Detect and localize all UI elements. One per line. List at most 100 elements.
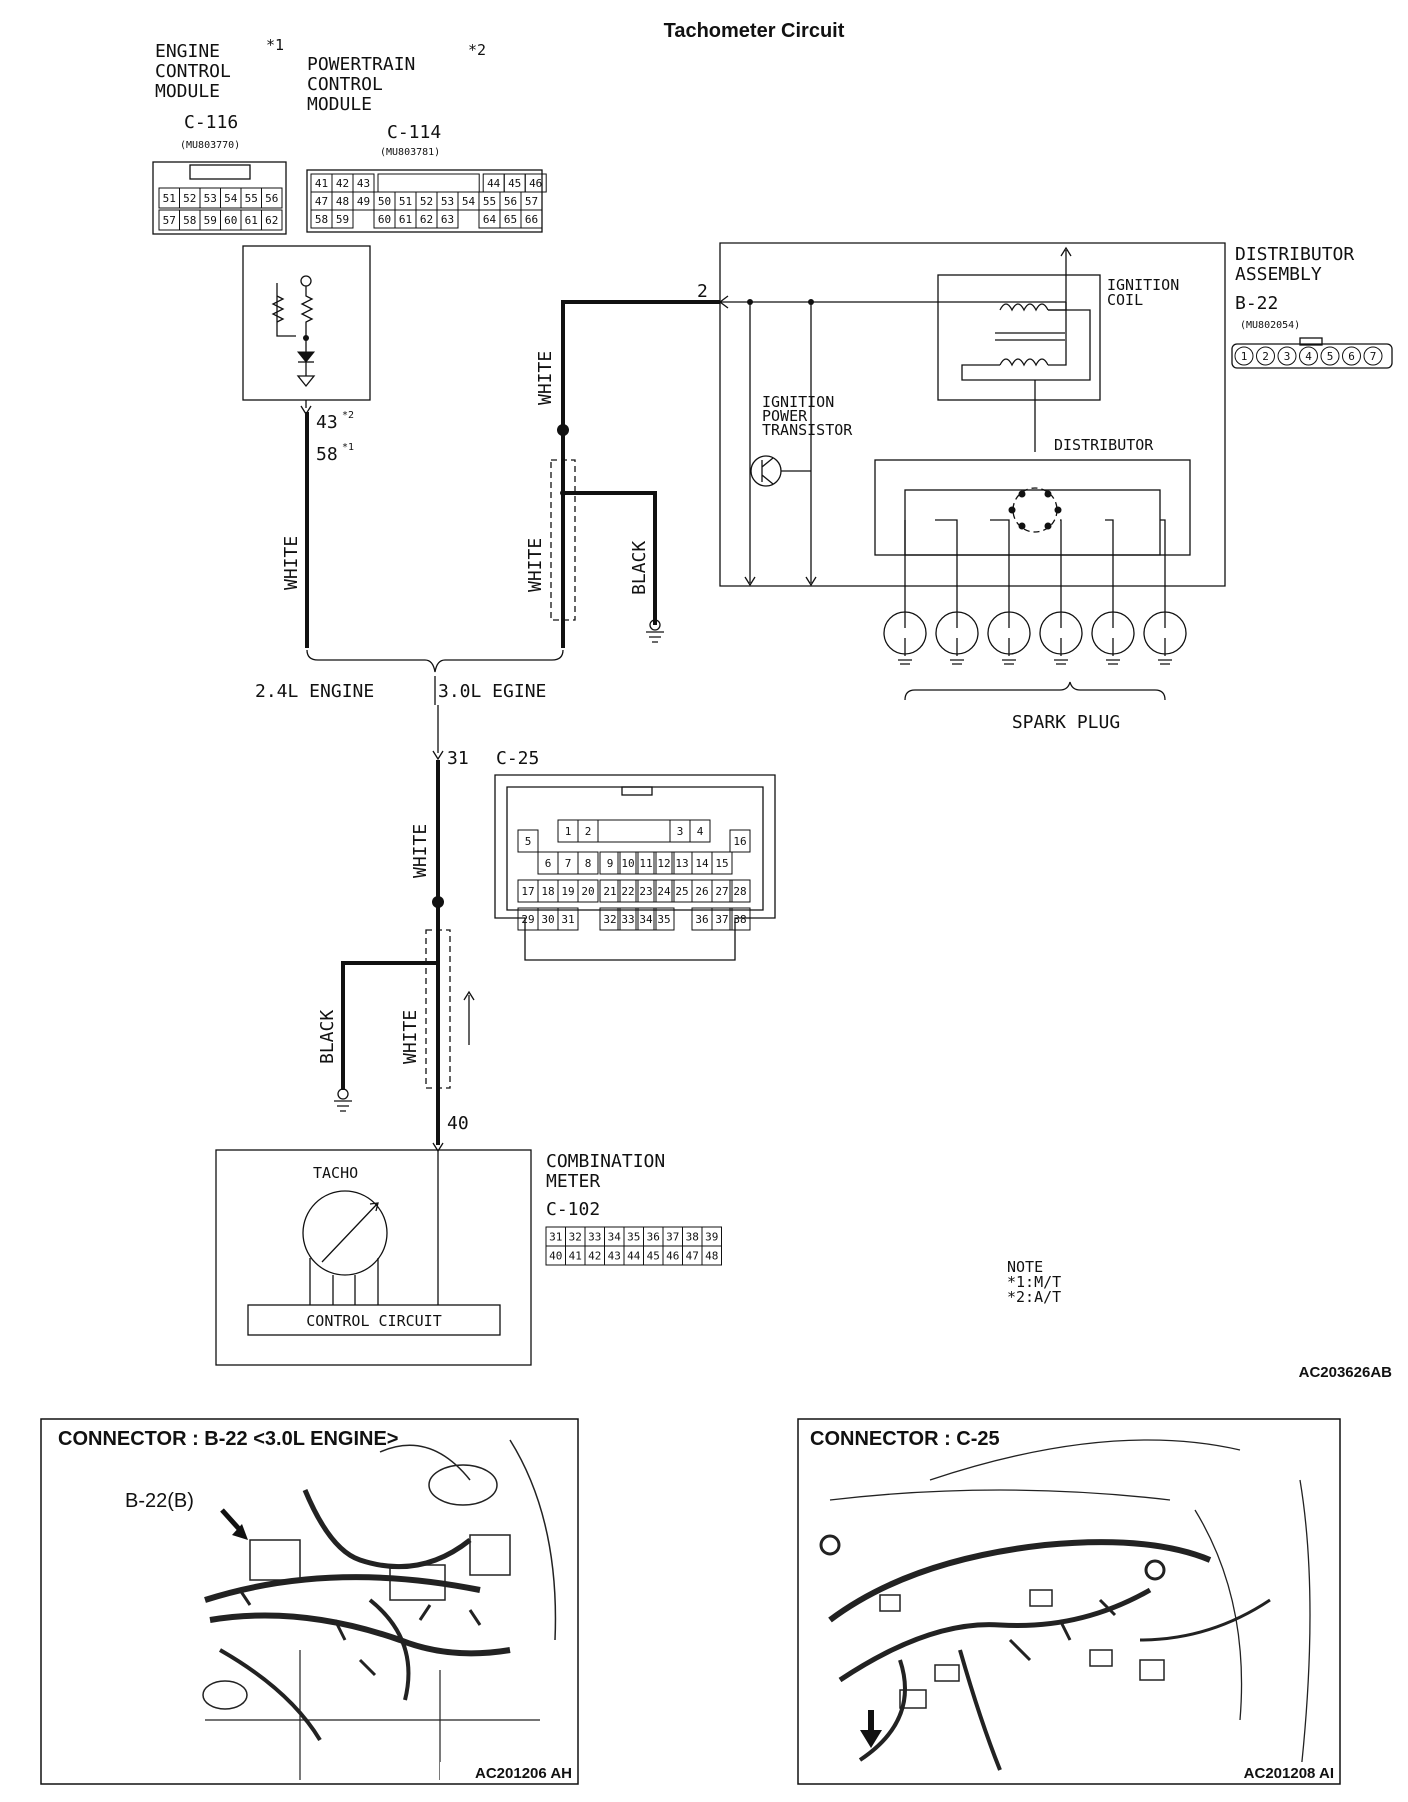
c25-pin-14: 14 — [695, 857, 709, 870]
ground-triangle-icon — [296, 375, 316, 388]
ecm-name-line-3: MODULE — [155, 81, 220, 102]
ignition-coil-line-2: COIL — [1107, 291, 1143, 309]
resistor-2-icon — [300, 286, 314, 356]
c25-pin-35: 35 — [657, 913, 670, 926]
callout-arrow-icon — [232, 1524, 248, 1540]
distributor-assembly: 2 IGNITION COIL IGNITION POWER TRANSISTO… — [697, 242, 1226, 733]
connector-b22-photo-panel: CONNECTOR : B-22 <3.0L ENGINE> B-22(B) A… — [40, 1418, 579, 1785]
module-pin-43: 43 — [316, 412, 338, 433]
ground-icon-lower — [334, 1088, 352, 1112]
c25-pin-16-cell — [729, 829, 751, 853]
transistor-line-1: IGNITION — [762, 393, 834, 411]
c25-pin-36: 36 — [695, 913, 708, 926]
module-internal-circuit — [242, 245, 371, 401]
c25-pin-10: 10 — [621, 857, 634, 870]
ecm-pin-60: 60 — [224, 214, 237, 227]
c25-pin-22: 22 — [621, 885, 634, 898]
c25-pin-38-cell — [729, 907, 751, 931]
meter-pin-47: 47 — [686, 1250, 699, 1263]
pcm-pin-54: 54 — [462, 195, 476, 208]
pcm-pin-51: 51 — [399, 195, 412, 208]
wire-label-2-4l-white: WHITE — [281, 536, 302, 590]
pcm-pin-48: 48 — [336, 195, 349, 208]
ecm-pin-53: 53 — [204, 192, 217, 205]
pcm-pin-62: 62 — [420, 213, 433, 226]
c25-pin-15-cell — [711, 851, 733, 875]
pcm-pin-44: 44 — [487, 177, 501, 190]
c25-pin-18: 18 — [541, 885, 554, 898]
panel-right-code: AC201208 AI — [1244, 1765, 1334, 1782]
coil-primary-icon — [999, 303, 1049, 312]
panel-left-title: CONNECTOR : B-22 <3.0L ENGINE> — [58, 1428, 398, 1450]
meter-pin-42: 42 — [588, 1250, 601, 1263]
c25-pin-28-cell — [729, 879, 751, 903]
control-circuit-label: CONTROL CIRCUIT — [306, 1312, 441, 1330]
wire-label-3-0l-black: BLACK — [629, 541, 650, 595]
meter-pin-43: 43 — [608, 1250, 621, 1263]
pcm-pin-47: 47 — [315, 195, 328, 208]
c25-pin-20: 20 — [581, 885, 594, 898]
c25-pin-27-cell — [711, 879, 733, 903]
c25-pin-34: 34 — [639, 913, 653, 926]
pcm-pin-64: 64 — [483, 213, 497, 226]
c25-pin-21-cell — [599, 879, 621, 903]
pcm-pin-60: 60 — [378, 213, 391, 226]
wire-label-3-0l-upper: WHITE — [535, 351, 556, 405]
c25-pin-4: 4 — [697, 825, 704, 838]
wire-label-3-0l-shield: WHITE — [525, 538, 546, 592]
ecm-connector-key — [189, 164, 251, 180]
pcm-part-number: (MU803781) — [380, 147, 440, 158]
pcm-pin-49: 49 — [357, 195, 370, 208]
signal-direction-arrow-icon — [463, 990, 475, 1045]
ecm-pin-58: 58 — [183, 214, 196, 227]
meter-pin-31: 31 — [549, 1231, 562, 1244]
b22-pin-6: 6 — [1348, 350, 1355, 363]
note-heading: NOTE — [1007, 1258, 1043, 1276]
ecm-pin-51: 51 — [163, 192, 176, 205]
distributor-assembly-box — [719, 242, 1226, 587]
pcm-pin-63: 63 — [441, 213, 454, 226]
pcm-pin-55: 55 — [483, 195, 496, 208]
pcm-pin-50: 50 — [378, 195, 391, 208]
meter-connector-label: C-102 — [546, 1199, 600, 1220]
spark-plug-row — [883, 490, 1187, 665]
ecm-name-line-2: CONTROL — [155, 61, 231, 82]
wire-label-lower-black: BLACK — [317, 1010, 338, 1064]
distributor-terminal-2: 2 — [697, 281, 708, 302]
spark-plug-bracket — [904, 681, 1166, 701]
b22-pin-2-cell — [1256, 346, 1275, 366]
c25-pin-37-cell — [711, 907, 733, 931]
engine-bay-illustration — [202, 1439, 557, 1780]
dashboard-underside-illustration — [819, 1439, 1311, 1781]
c25-pin-11: 11 — [639, 857, 652, 870]
wire-lower-black-ground — [341, 961, 438, 1090]
c25-pin-32-cell — [599, 907, 621, 931]
ecm-pin-56: 56 — [265, 192, 278, 205]
panel-left-frame — [40, 1418, 579, 1785]
ecm-pin-59: 59 — [204, 214, 217, 227]
b22-pin-3: 3 — [1284, 350, 1291, 363]
ecm-connector-label: C-116 — [184, 112, 238, 133]
meter-pin-37: 37 — [666, 1231, 679, 1244]
meter-pin-45: 45 — [647, 1250, 660, 1263]
c25-pin-6: 6 — [545, 857, 552, 870]
engine-split-bracket — [306, 649, 564, 673]
pcm-pin-66: 66 — [525, 213, 538, 226]
c25-pin-19: 19 — [561, 885, 574, 898]
b22-pin-5-cell — [1320, 346, 1340, 366]
diagram-code: AC203626AB — [1299, 1364, 1393, 1381]
pcm-pin-46: 46 — [529, 177, 542, 190]
module-pin-58: 58 — [316, 444, 338, 465]
meter-pin-40: 40 — [447, 1113, 469, 1134]
c25-pin-29: 29 — [521, 913, 534, 926]
pcm-pin-57: 57 — [525, 195, 538, 208]
c25-pin-37: 37 — [715, 913, 728, 926]
c25-pin-2: 2 — [585, 825, 592, 838]
wire-3-0l-black-ground — [563, 491, 657, 625]
engine-control-module: ENGINE CONTROL MODULE *1 C-116 (MU803770… — [152, 36, 287, 235]
pcm-pin-59: 59 — [336, 213, 349, 226]
resistor-branch-wire — [276, 283, 296, 337]
